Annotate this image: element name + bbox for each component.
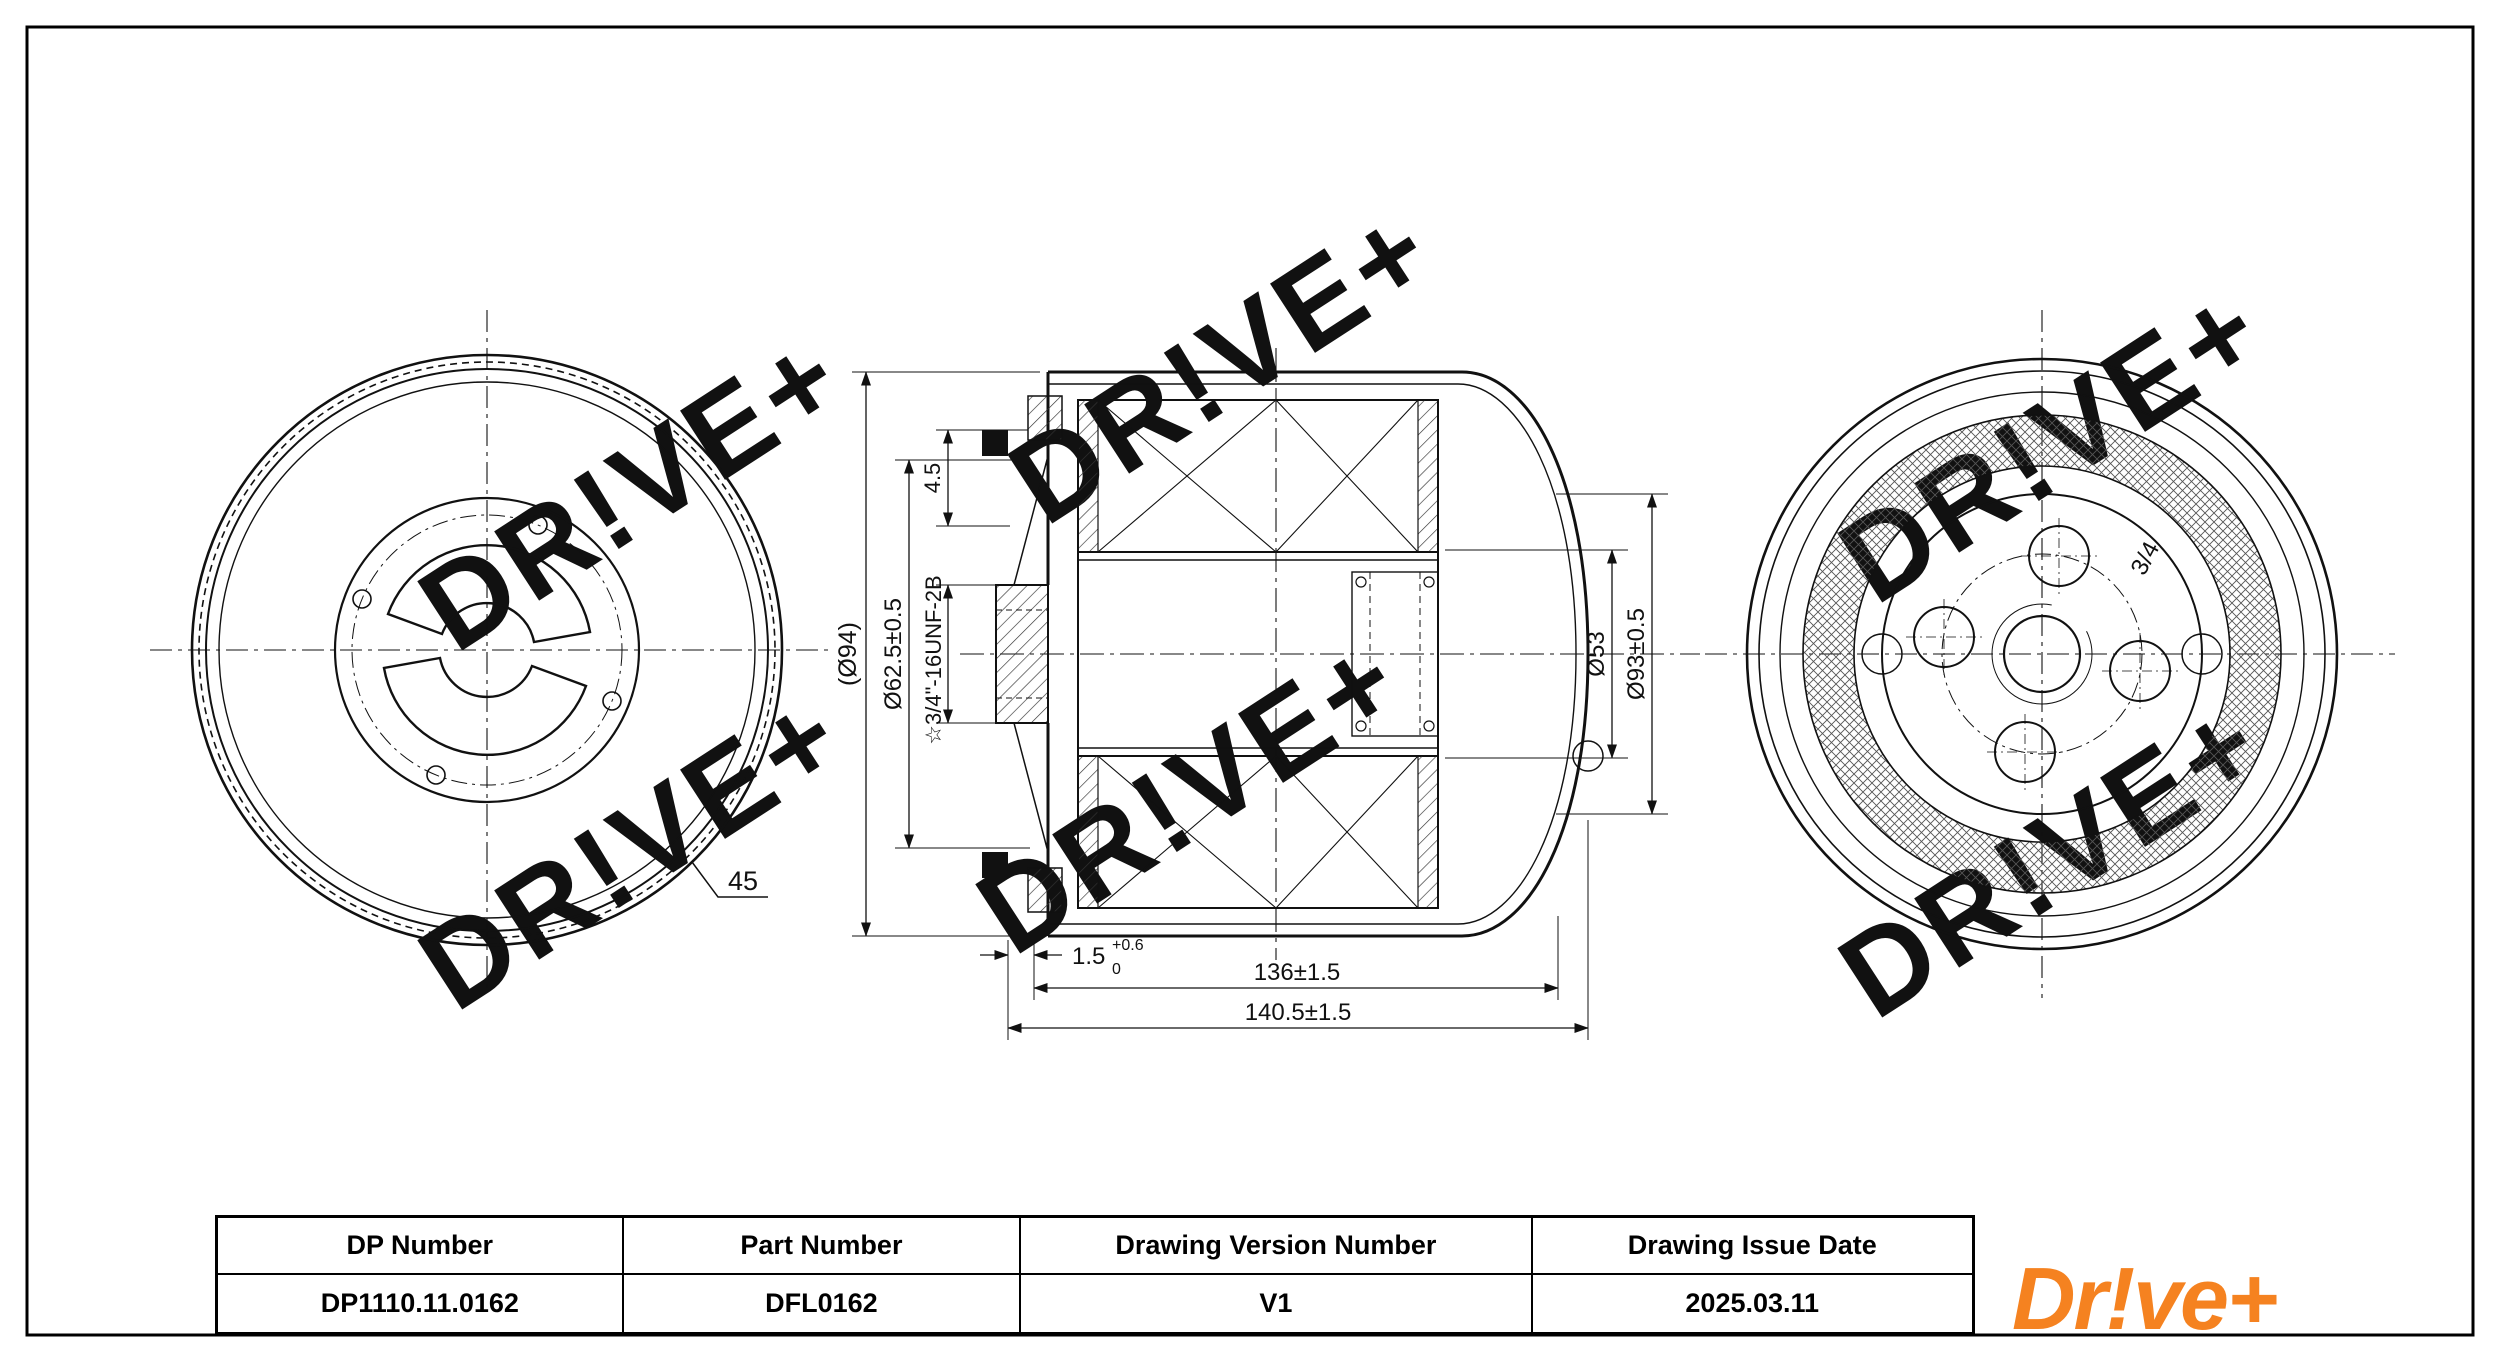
thread-crest: [1991, 603, 2093, 705]
plate-notch: [1861, 633, 1903, 675]
version-value: V1: [1021, 1275, 1533, 1332]
plate-notch: [2181, 633, 2223, 675]
watermark-layer: DR!VE+ DR!VE+ DR!VE+ DR!VE+ DR!VE+ DR!VE…: [397, 179, 2287, 1043]
dim-port-diameter: Ø53: [1583, 631, 1610, 676]
dim-gasket-height: 1.5: [1072, 943, 1105, 970]
left-view: 45: [150, 310, 830, 992]
hole: [602, 691, 622, 711]
center-thread-hole: [2002, 614, 2082, 694]
issue-date-value: 2025.03.11: [1685, 1288, 1820, 1318]
dim-seam-height: 4.5: [920, 463, 945, 494]
dim-overall-length: 140.5±1.5: [1245, 999, 1352, 1026]
hole: [352, 589, 372, 609]
part-number-header: Part Number: [623, 1218, 1022, 1275]
bolt-circle: [351, 514, 623, 786]
part-number-value: DFL0162: [624, 1275, 1022, 1332]
watermark-text: DR!VE+: [397, 665, 867, 1035]
dim-gasket-tol-upper: +0.6: [1112, 937, 1144, 954]
serration-count-label: 45: [728, 866, 758, 896]
dim-inner-diameter: Ø62.5±0.5: [880, 598, 907, 710]
dp-number-value: DP1110.11.0162: [218, 1275, 624, 1332]
inlet-hole: [1994, 721, 2056, 783]
stamped-cutout: [382, 656, 588, 757]
seam-detail: [1027, 867, 1063, 913]
issue-date-header: Drawing Issue Date: [1532, 1218, 1972, 1275]
leader-line: [691, 861, 768, 898]
seam-detail: [1027, 395, 1063, 441]
version-header: Drawing Version Number: [1021, 1218, 1533, 1275]
can-outline: [1048, 370, 1590, 938]
valve-detail: [1351, 571, 1439, 737]
hole: [426, 765, 446, 785]
dim-body-length: 136±1.5: [1254, 959, 1341, 986]
section-view: (Ø94) Ø62.5±0.5 ☆3/4"-16UNF-2B 4.5 Ø53 Ø…: [834, 348, 1700, 1040]
brand-logo: Dr!ve+: [2012, 1249, 2278, 1348]
serration-circle: [198, 361, 776, 939]
dim-thread-callout: ☆3/4"-16UNF-2B: [921, 575, 946, 744]
dp-number-header: DP Number: [218, 1218, 624, 1275]
dim-gasket-tol-lower: 0: [1112, 961, 1121, 978]
threaded-boss: [995, 584, 1049, 724]
hole-circle: [1941, 553, 2143, 755]
watermark-text: DR!VE+: [987, 179, 1457, 549]
inlet-hole: [2109, 640, 2171, 702]
dim-body-diameter: Ø93±0.5: [1623, 608, 1650, 700]
stamped-cutout: [386, 543, 592, 644]
gasket-section: [982, 430, 1008, 456]
inlet-hole: [1913, 606, 1975, 668]
inlet-hole: [2028, 525, 2090, 587]
dim-outer-diameter: (Ø94): [834, 622, 862, 686]
hole: [528, 515, 548, 535]
gasket-section: [982, 852, 1008, 878]
sheet-border: [25, 25, 2475, 1337]
drain-detail: [1572, 740, 1604, 772]
title-block: DP Number Part Number Drawing Version Nu…: [215, 1215, 1975, 1335]
